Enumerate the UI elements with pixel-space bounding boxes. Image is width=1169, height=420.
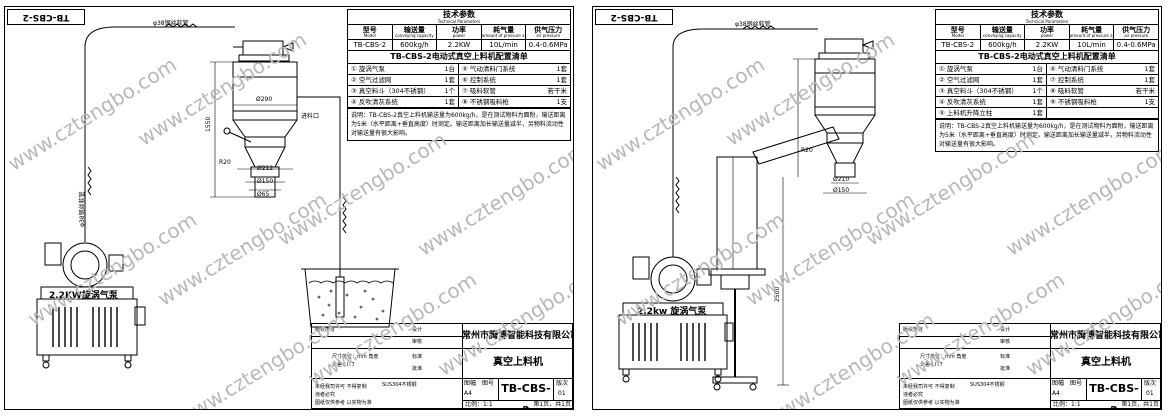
company-name: 常州市腾博智能科技有限公司	[1050, 324, 1161, 349]
height-dimension: 1550	[205, 116, 212, 132]
material-suction-hose	[297, 96, 341, 277]
suction-lance	[335, 276, 345, 318]
title-block: 版权所有 设计 审核 标准 批准 尺寸单位：mm 角度 公差：IT7 SUS30…	[899, 323, 1161, 409]
radius-label: R20	[801, 147, 813, 154]
drawing-code-box: TB-CBS-2	[595, 9, 673, 25]
tech-title: 技术参数 Technical Parameters	[348, 10, 570, 25]
suction-hose-top	[84, 26, 235, 242]
material-bin	[304, 268, 396, 328]
config-item: ⑦ 吸料软管若干米	[459, 86, 570, 97]
config-item: ③ 真空料斗（304不锈钢）1个	[936, 86, 1047, 97]
drawing-number: TB-CBS-2	[498, 378, 554, 409]
config-title: TB-CBS-2电动式真空上料机配置清单	[348, 51, 570, 64]
drawing-sheet-left: φ38钢丝软管 Ø290 Ø212 Ø150 Ø65 R20 进料口 1550 …	[4, 6, 574, 410]
tech-title: 技术参数 Technical Parameters	[936, 10, 1158, 25]
drawing-number: TB-CBS-2	[1086, 378, 1142, 409]
vacuum-loader-drawing-left	[36, 23, 399, 369]
radius-label: R20	[219, 159, 231, 166]
lift-column	[716, 156, 758, 270]
inlet-label: 进料口	[301, 113, 320, 120]
receiver-cylinder	[232, 61, 298, 121]
config-note: 说明：TB-CBS-2真空上料机输送量为600kg/h，是在测试物料为面粉，输送…	[939, 123, 1154, 148]
drawing-sheet-right: φ38钢丝软管 Ø210 Ø150 R20 2500 2.2kw 旋涡气泵 TB…	[592, 6, 1162, 410]
config-item	[1047, 108, 1158, 119]
suction-hose-top	[672, 28, 818, 257]
diameter-label-3: Ø150	[257, 178, 274, 185]
vertical-hose-label: φ38钢丝软管	[79, 191, 86, 227]
title-block: 版权所有 设计 审核 标准 批准 尺寸单位：mm 角度 公差：IT7 SUS30…	[311, 323, 573, 409]
config-note: 说明：TB-CBS-2真空上料机输送量为600kg/h，是在测试物料为面粉，输送…	[351, 112, 566, 137]
tech-value-row: TB-CBS-2 600kg/h 2.2KW 10L/min 0.4-0.6MP…	[936, 40, 1158, 51]
pump-label: 2.2kw 旋涡气泵	[637, 307, 707, 317]
discharge-valve	[834, 162, 856, 178]
hose-label: φ38钢丝软管	[735, 21, 771, 28]
pump-label: 2.2KW旋涡气泵	[49, 291, 118, 301]
product-name: 真空上料机	[462, 348, 573, 379]
receiver-top-motor	[242, 40, 284, 56]
hose-label: φ38钢丝软管	[153, 20, 189, 27]
config-title: TB-CBS-2电动式真空上料机配置清单	[936, 51, 1158, 64]
product-name: 真空上料机	[1050, 348, 1161, 379]
receiver-top-motor	[824, 38, 864, 54]
diameter-label-1: Ø290	[256, 96, 273, 103]
receiver-cylinder	[814, 58, 876, 116]
control-cabinet	[36, 298, 138, 356]
company-name: 常州市腾博智能科技有限公司	[462, 324, 573, 349]
config-item: ③ 真空料斗（304不锈钢）1个	[348, 86, 459, 97]
diameter-label-2: Ø150	[833, 187, 850, 194]
height-dimension: 2500	[774, 286, 781, 302]
vacuum-loader-drawing-right	[618, 25, 876, 391]
receiver-cone	[232, 119, 298, 138]
drawing-code-box: TB-CBS-2	[7, 9, 85, 25]
diameter-label-4: Ø65	[257, 191, 270, 198]
discharge-valve	[254, 176, 276, 198]
control-cabinet	[618, 314, 728, 370]
config-item: ⑧ 吸料软管若干米	[1047, 86, 1158, 97]
vortex-blower	[62, 242, 108, 288]
diameter-label-2: Ø212	[257, 165, 274, 172]
vortex-blower	[650, 256, 696, 302]
tech-value-row: TB-CBS-2 600kg/h 2.2KW 10L/min 0.4-0.6MP…	[348, 40, 570, 51]
diameter-label-1: Ø210	[833, 176, 850, 183]
